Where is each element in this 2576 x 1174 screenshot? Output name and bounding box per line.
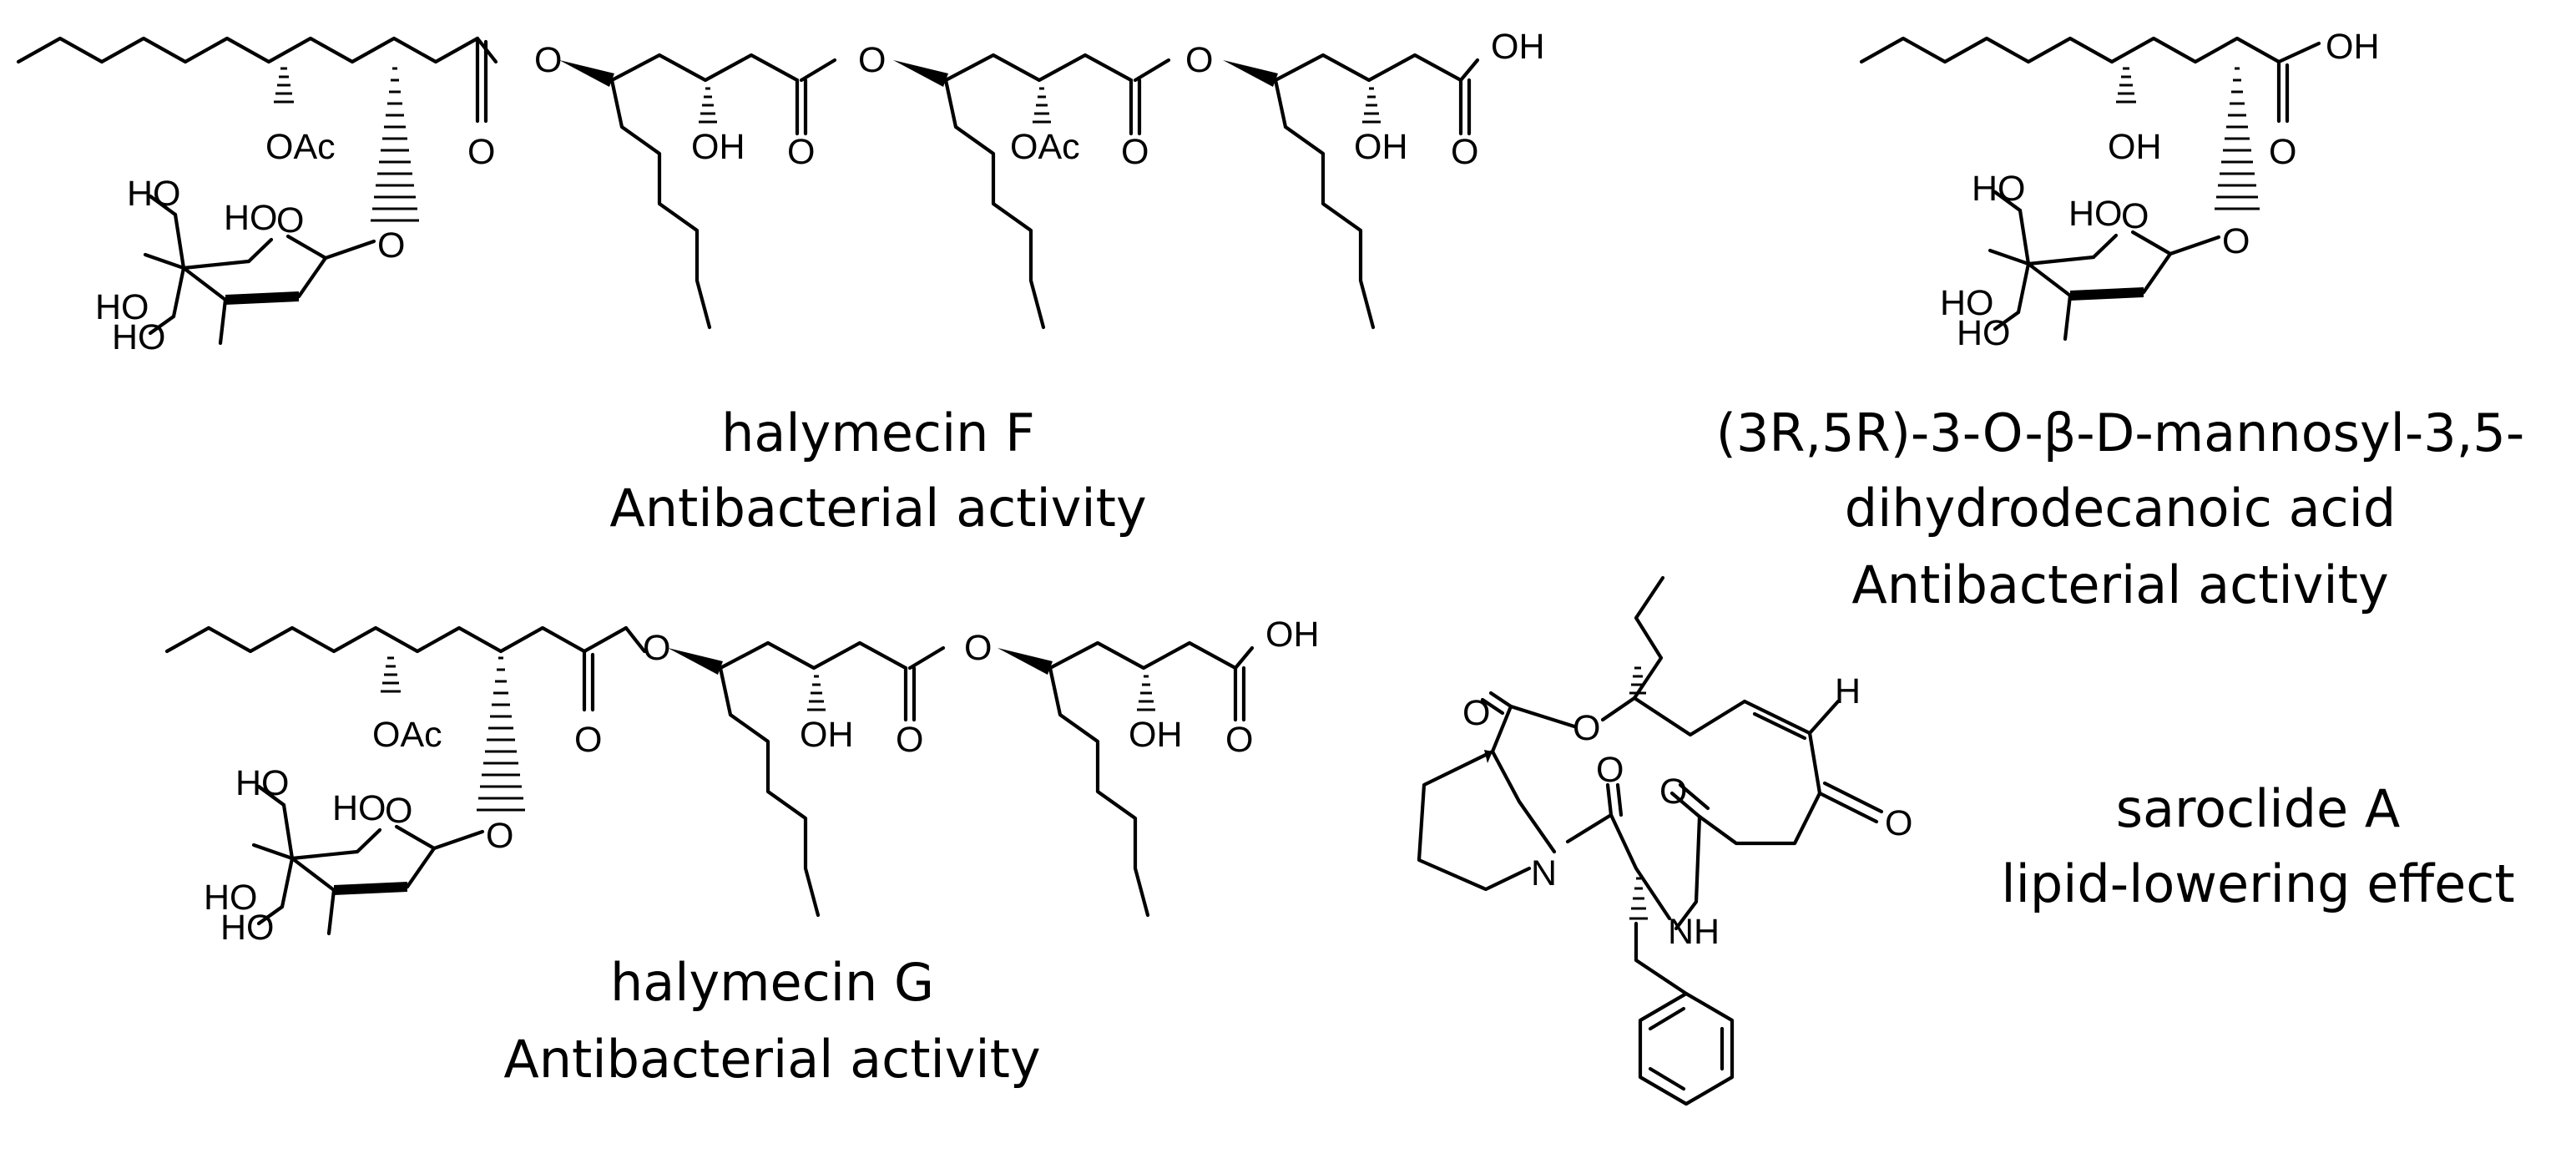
carbonyl-oxygen-label: O [467, 132, 495, 172]
carboxyl-oh-label: OH [1265, 615, 1320, 655]
carbonyl-oxygen-label: O [1462, 693, 1490, 733]
carbonyl-oxygen-label: O [896, 720, 923, 760]
carboxyl-oh-label: OH [2326, 27, 2380, 67]
glycosidic-oxygen-label: O [486, 816, 513, 856]
carbonyl-oxygen-label: O [2269, 132, 2296, 172]
carbonyl-oxygen-label: O [574, 720, 602, 760]
glycosidic-oxygen-label: O [377, 225, 405, 266]
sugar-hydroxyl-label: HO [127, 174, 181, 214]
halymecin-f-activity: Antibacterial activity [609, 478, 1146, 539]
hydroxyl-label: OH [1129, 715, 1183, 755]
saroclide-a-structure: O O H O O O N NH [1417, 575, 1912, 1106]
hydroxyl-label: OH [1354, 127, 1408, 167]
amide-nh-label: NH [1668, 912, 1720, 952]
sugar-hydroxyl-label: HO [95, 287, 149, 327]
ester-oxygen-label: O [964, 628, 992, 668]
ester-oxygen-label: O [534, 40, 562, 80]
ester-oxygen-label: O [858, 40, 886, 80]
carboxyl-oh-label: OH [1491, 27, 1545, 67]
sugar-hydroxyl-label: HO [220, 908, 275, 948]
saroclide-a-activity: lipid-lowering effect [2001, 853, 2514, 914]
hydroxyl-label: OH [691, 127, 745, 167]
carbonyl-oxygen-label: O [787, 132, 815, 172]
sugar-hydroxyl-label: HO [204, 878, 258, 918]
sugar-hydroxyl-label: HO [1940, 283, 1994, 323]
sugar-hydroxyl-label: HO [1972, 169, 2026, 209]
halymecin-f-name: halymecin F [721, 402, 1035, 463]
sugar-hydroxyl-label: HO [112, 317, 166, 357]
proline-nitrogen-label: N [1531, 853, 1557, 893]
halymecin-g-activity: Antibacterial activity [503, 1029, 1040, 1090]
sugar-hydroxyl-label: HO [224, 198, 278, 238]
mannosyl-acid-activity: Antibacterial activity [1851, 554, 2388, 615]
sugar-hydroxyl-label: HO [235, 763, 290, 803]
glycosidic-oxygen-label: O [2222, 221, 2250, 261]
amide-oxygen-label: O [1596, 750, 1624, 790]
halymecin-g-name: halymecin G [610, 952, 934, 1013]
halymecin-g-structure: O O OH O O O OAc OH OH O HO HO O HO HO [164, 615, 1320, 948]
mannosyl-acid-structure: OH O OH O HO HO O HO HO [1859, 27, 2380, 353]
acetoxy-label: OAc [1010, 127, 1080, 167]
ring-oxygen-label: O [276, 200, 304, 240]
vinyl-h-label: H [1835, 671, 1861, 711]
ester-oxygen-label: O [1573, 708, 1600, 748]
halymecin-f-structure: O O O OH O O O O OAc OAc OH OH O HO HO O… [16, 27, 1545, 357]
carbonyl-oxygen-label: O [1225, 720, 1253, 760]
acetoxy-label: OAc [372, 715, 442, 755]
ester-oxygen-label: O [1185, 40, 1213, 80]
ester-oxygen-label: O [643, 628, 670, 668]
carbonyl-oxygen-label: O [1451, 132, 1478, 172]
mannosyl-acid-name-line1: (3R,5R)-3-O-β-D-mannosyl-3,5- [1716, 402, 2524, 463]
saroclide-a-name: saroclide A [2116, 778, 2401, 839]
hydroxyl-label: OH [2108, 127, 2162, 167]
mannosyl-acid-name-line2: dihydrodecanoic acid [1845, 478, 2396, 539]
ring-oxygen-label: O [385, 791, 412, 831]
captions: halymecin F Antibacterial activity (3R,5… [503, 402, 2524, 1090]
ketone-oxygen-label: O [1885, 803, 1912, 843]
amide-oxygen-label: O [1659, 772, 1687, 812]
carbonyl-oxygen-label: O [1121, 132, 1149, 172]
acetoxy-label: OAc [265, 127, 336, 167]
sugar-hydroxyl-label: HO [1957, 313, 2011, 353]
sugar-hydroxyl-label: HO [332, 788, 386, 828]
ring-oxygen-label: O [2121, 196, 2149, 236]
sugar-hydroxyl-label: HO [2068, 194, 2123, 234]
hydroxyl-label: OH [800, 715, 854, 755]
